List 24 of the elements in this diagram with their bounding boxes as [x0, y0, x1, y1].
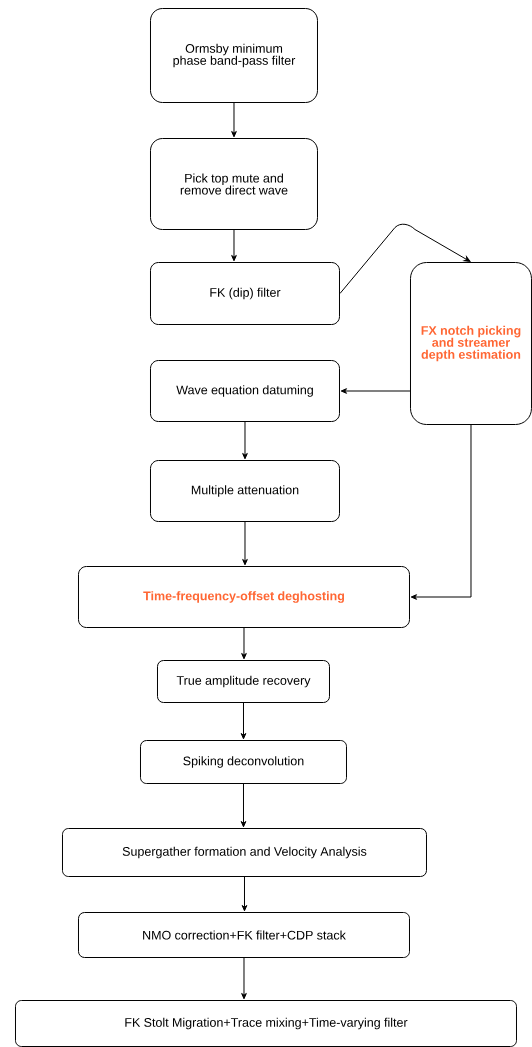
arrow [242, 521, 248, 566]
arrow [410, 424, 472, 600]
arrow [241, 876, 248, 912]
process-box: NMO correction+FK filter+CDP stack [78, 912, 410, 958]
arrow [242, 421, 248, 460]
process-box: Pick top mute and remove direct wave [150, 138, 318, 230]
process-box: True amplitude recovery [157, 660, 330, 703]
process-box: Ormsby minimum phase band-pass filter [150, 8, 318, 103]
arrow [240, 702, 247, 740]
arrow [240, 783, 247, 828]
arrow [241, 627, 247, 660]
process-box: Spiking deconvolution [140, 740, 347, 784]
arrow [339, 223, 471, 294]
process-box: Multiple attenuation [150, 460, 340, 522]
process-box: FK (dip) filter [150, 262, 340, 325]
arrow [231, 229, 237, 262]
arrow [241, 957, 247, 1000]
process-box: FK Stolt Migration+Trace mixing+Time-varying filter [15, 1000, 517, 1047]
process-box: Wave equation datuming [150, 360, 340, 422]
arrow [340, 388, 411, 394]
highlighted-process-box: FX notch picking and streamer depth estimation [410, 262, 532, 425]
process-box: Supergather formation and Velocity Analysis [62, 828, 427, 877]
highlighted-process-box: Time-frequency-offset deghosting [78, 566, 410, 628]
arrow [231, 102, 237, 138]
